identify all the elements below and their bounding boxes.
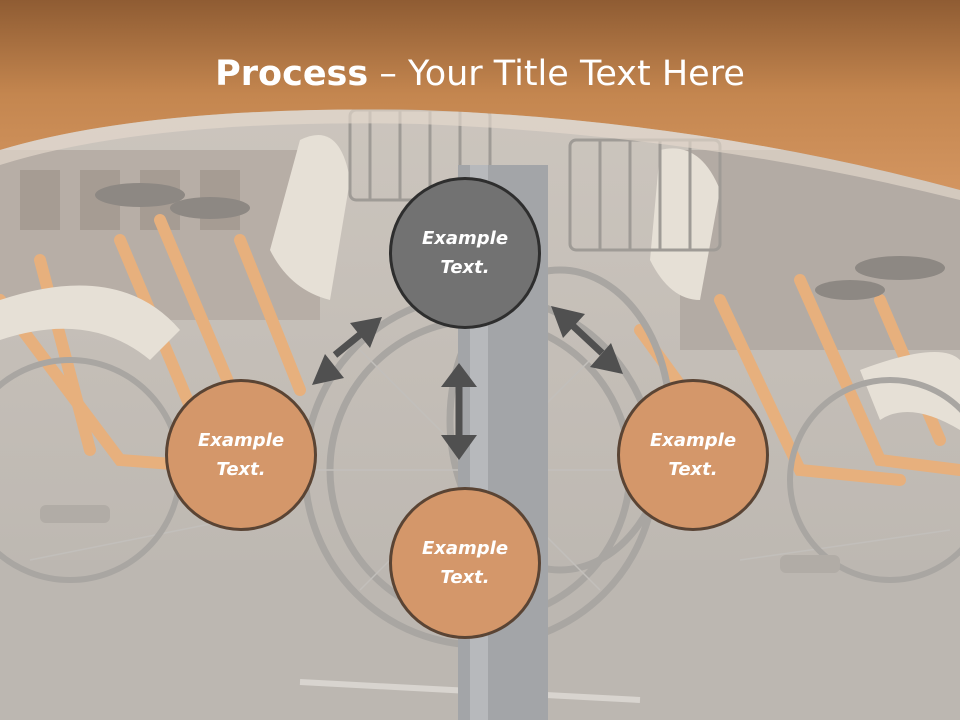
page-title: Process – Your Title Text Here (0, 52, 960, 96)
double-arrow-icon (551, 306, 623, 374)
node-label: Example Text. (421, 228, 509, 278)
process-node-left[interactable]: Example Text. (165, 379, 317, 531)
title-bold: Process (215, 54, 369, 94)
title-rest: – Your Title Text Here (368, 54, 745, 94)
double-arrow-icon (312, 317, 382, 385)
process-node-top[interactable]: Example Text. (389, 177, 541, 329)
node-label: Example Text. (421, 538, 509, 588)
double-arrow-icon (441, 363, 477, 460)
process-node-right[interactable]: Example Text. (617, 379, 769, 531)
process-node-bottom[interactable]: Example Text. (389, 487, 541, 639)
node-label: Example Text. (197, 430, 285, 480)
node-label: Example Text. (649, 430, 737, 480)
